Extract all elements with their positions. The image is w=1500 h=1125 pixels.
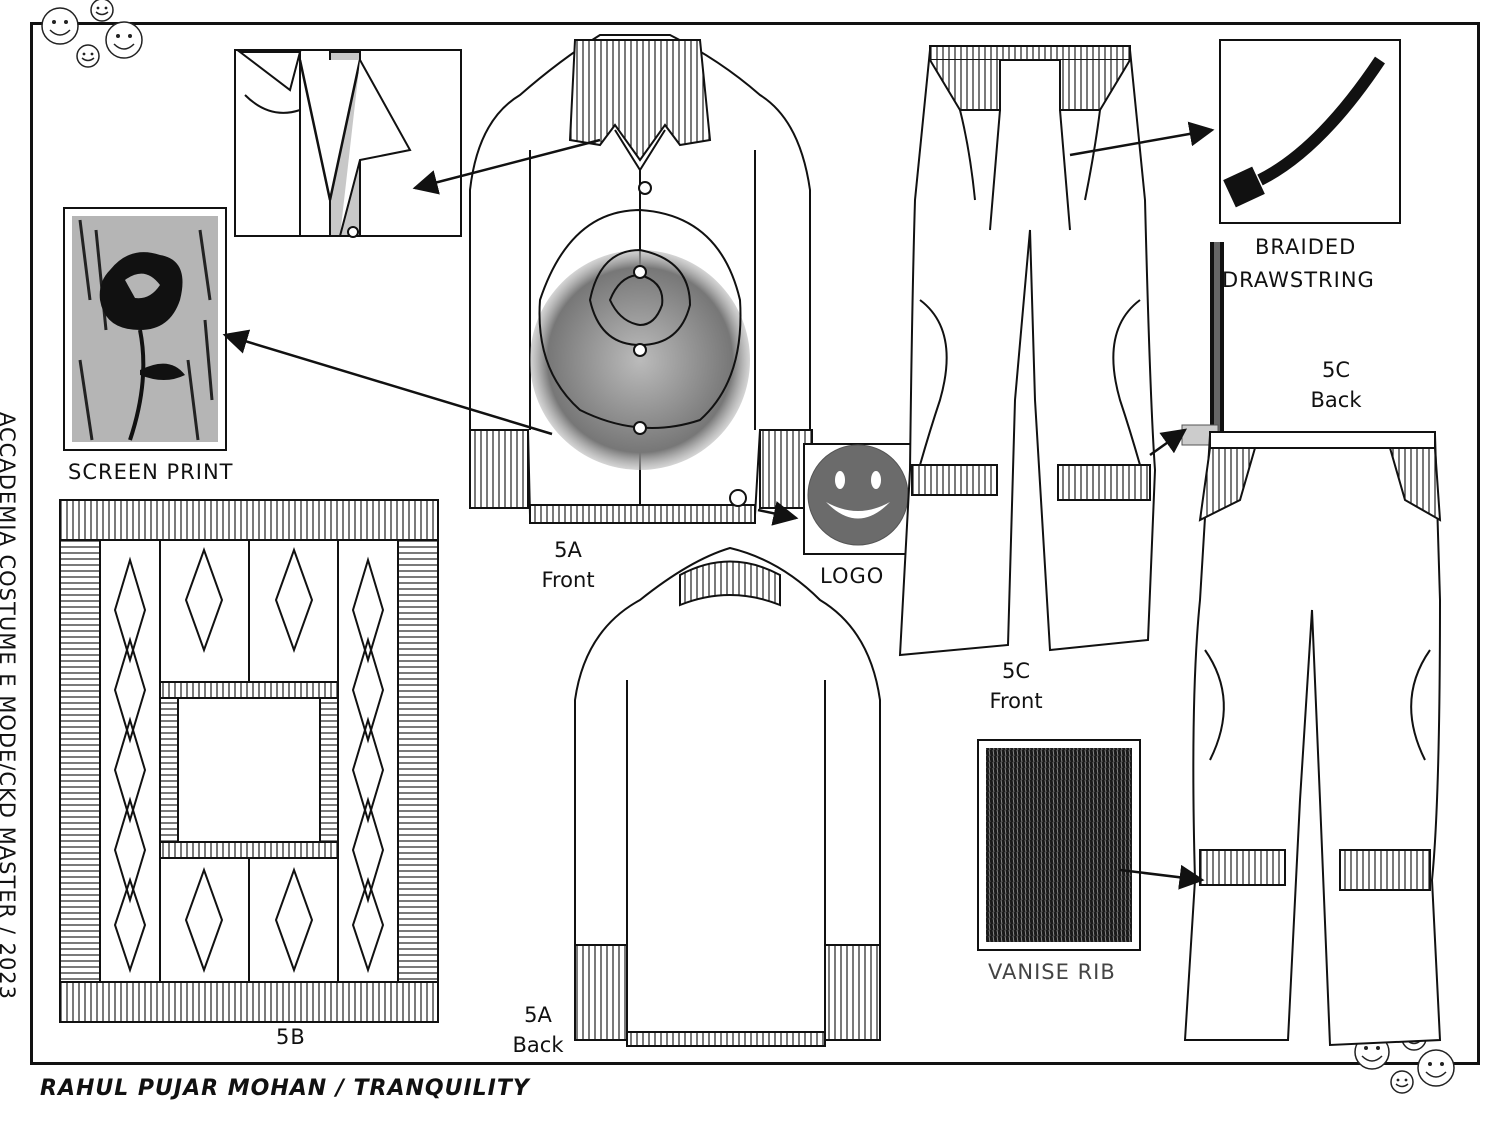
label-5c-back-code: 5C bbox=[1321, 358, 1351, 382]
label-5c-front-code: 5C bbox=[1001, 659, 1031, 683]
label-5c-back-word: Back bbox=[1310, 388, 1362, 412]
label-screen-print: SCREEN PRINT bbox=[68, 460, 234, 484]
label-5c-front-word: Front bbox=[989, 689, 1043, 713]
vanise-rib-image bbox=[977, 739, 1141, 951]
label-5c-back: 5C Back bbox=[1300, 355, 1372, 415]
footer-author-title: RAHUL PUJAR MOHAN / TRANQUILITY bbox=[40, 1076, 530, 1101]
label-drawstring: DRAWSTRING bbox=[1222, 268, 1375, 292]
label-5a-front: 5A Front bbox=[530, 535, 606, 595]
label-5b: 5B bbox=[276, 1025, 306, 1049]
jacket-back-drawing bbox=[574, 546, 881, 1047]
pants-front-drawing bbox=[898, 45, 1157, 657]
label-logo: LOGO bbox=[820, 564, 885, 588]
label-5a-front-code: 5A bbox=[554, 538, 582, 562]
label-5a-back: 5A Back bbox=[500, 1000, 576, 1060]
pants-back-drawing bbox=[1183, 431, 1442, 1047]
sheet-border bbox=[30, 22, 1480, 1065]
drawstring-image bbox=[1219, 39, 1401, 224]
collar-detail-image bbox=[234, 49, 462, 238]
zipper-image bbox=[1181, 242, 1224, 446]
jacket-front-drawing bbox=[469, 34, 813, 524]
logo-image bbox=[803, 443, 915, 555]
vertical-institution-text: ACCADEMIA COSTUME E MODE/CKD MASTER / 20… bbox=[0, 412, 19, 1001]
label-5a-back-word: Back bbox=[512, 1033, 564, 1057]
callout-arrows bbox=[222, 121, 1215, 890]
label-5c-front: 5C Front bbox=[975, 656, 1057, 716]
label-5a-front-word: Front bbox=[541, 568, 595, 592]
knit-panel-drawing bbox=[59, 499, 439, 1023]
label-5a-back-code: 5A bbox=[524, 1003, 552, 1027]
label-vanise-rib: VANISE RIB bbox=[988, 960, 1116, 984]
screen-print-image bbox=[63, 207, 227, 451]
smiley-icon-cluster-top bbox=[41, 0, 143, 68]
label-braided: BRAIDED bbox=[1255, 235, 1357, 259]
